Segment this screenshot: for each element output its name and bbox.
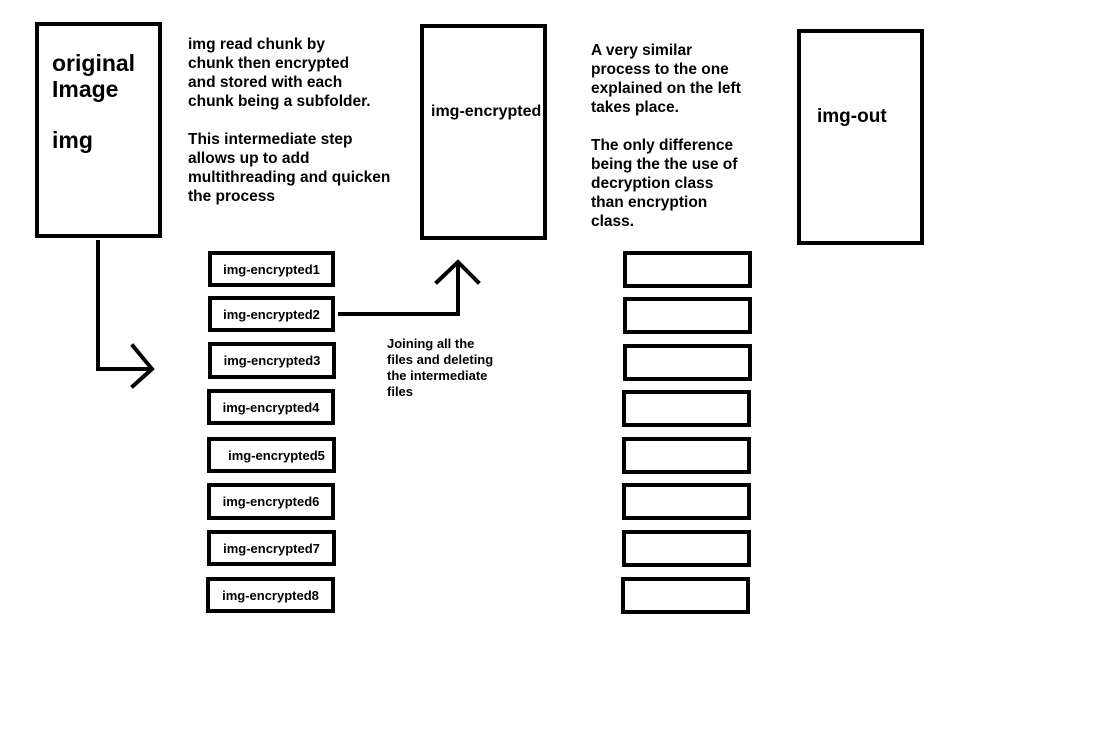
join-arrow-head [434,259,481,285]
img-out-box [797,29,924,245]
img-encrypted-box [420,24,547,240]
split-arrow-shaft [96,240,152,371]
decryption-process-note: A very similar process to the one explai… [591,42,741,230]
original-image-box [35,22,162,238]
joining-files-note: Joining all the files and deleting the i… [387,336,494,399]
split-arrow-head [130,343,155,389]
join-arrow-shaft [338,262,460,316]
decrypted-chunk-7 [622,530,751,567]
decrypted-chunk-2 [623,297,752,334]
encrypted-chunk-3: img-encrypted3 [208,342,336,379]
encrypted-chunk-7: img-encrypted7 [207,530,336,566]
decrypted-chunk-3 [623,344,752,381]
decrypted-chunk-6 [622,483,751,520]
decrypted-chunk-8 [621,577,750,614]
original-image-label-line2: Image [52,76,119,102]
encrypted-chunk-6: img-encrypted6 [207,483,335,520]
decrypted-chunk-5 [622,437,751,474]
encrypted-chunk-8: img-encrypted8 [206,577,335,613]
original-image-label-line1: original [52,50,136,76]
img-out-label: img-out [817,106,887,127]
img-encrypted-label: img-encrypted [431,103,542,120]
encrypted-chunk-4: img-encrypted4 [207,389,335,425]
encrypted-chunk-1: img-encrypted1 [208,251,335,287]
decrypted-chunk-4 [622,390,751,427]
original-image-label-line3: img [52,127,93,153]
decrypted-chunk-1 [623,251,752,288]
encrypted-chunk-2: img-encrypted2 [208,296,335,332]
encrypted-chunk-5: img-encrypted5 [207,437,336,473]
join-arrow [338,259,481,316]
encryption-process-note: img read chunk by chunk then encrypted a… [188,36,391,205]
split-arrow [96,240,155,389]
